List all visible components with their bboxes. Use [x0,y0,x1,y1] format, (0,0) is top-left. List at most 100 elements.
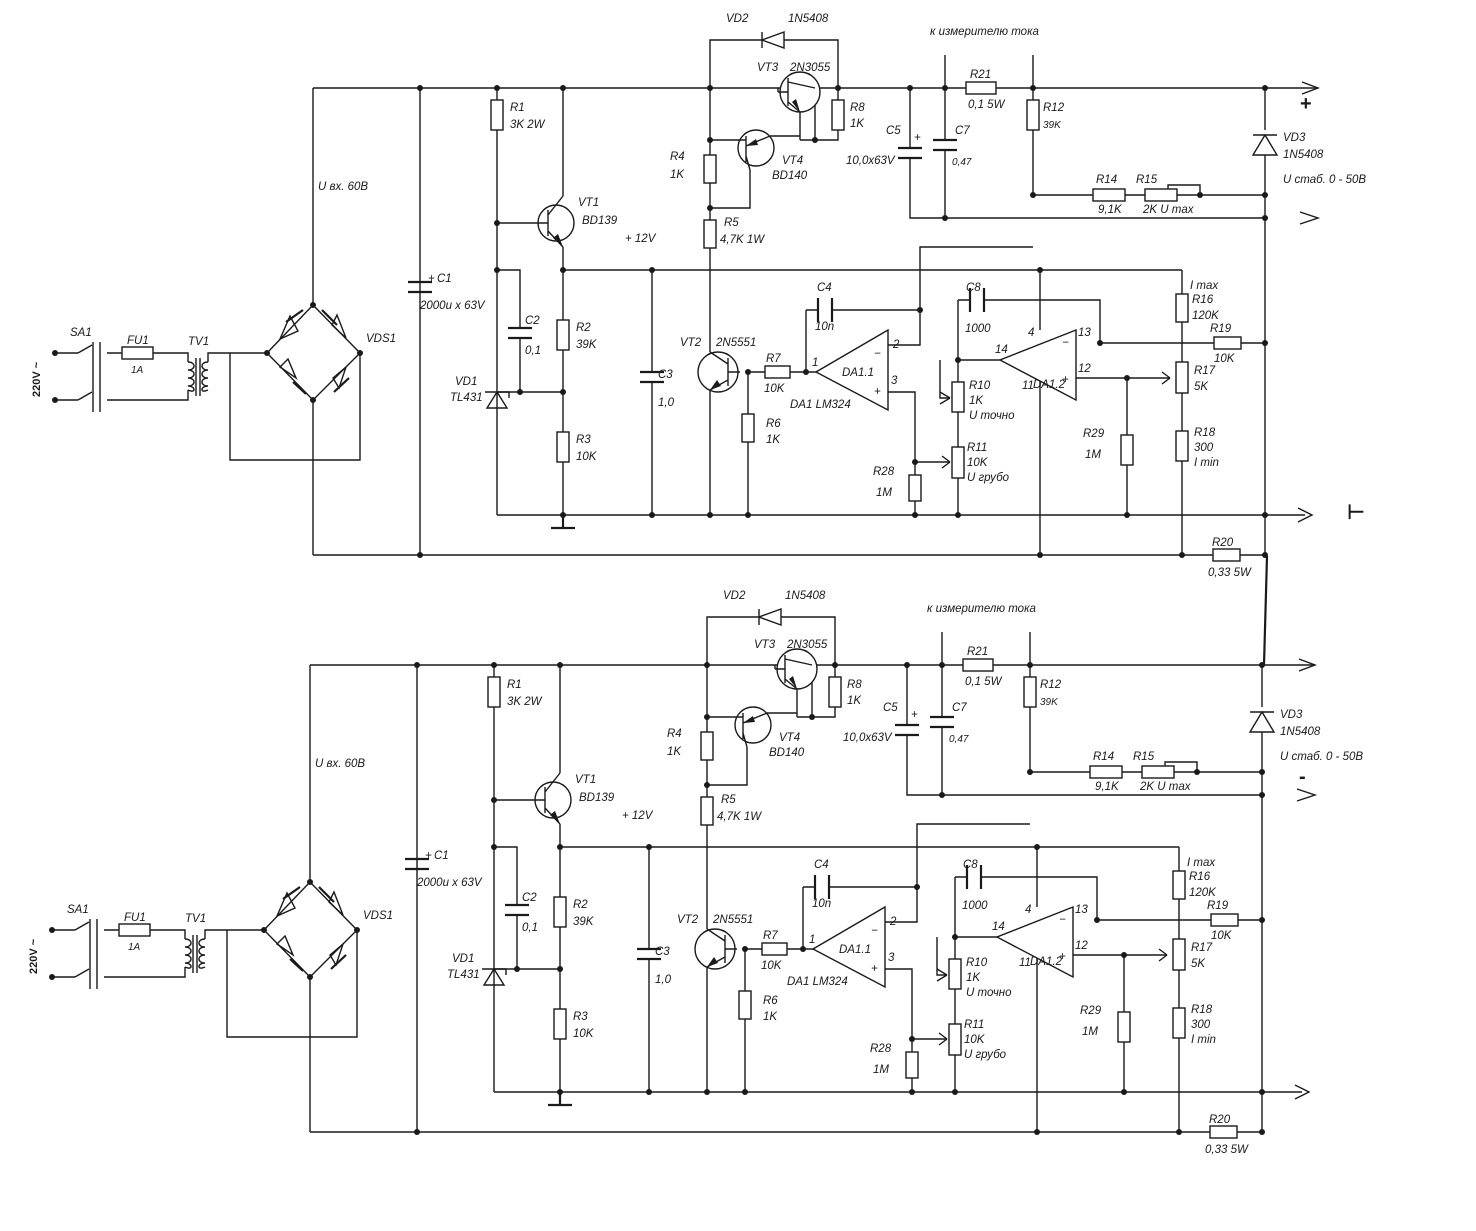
c1-plus: + [428,273,435,285]
inter-unit-link [1262,555,1269,666]
r11-note: U грубо [967,472,1010,484]
r20-value: 0,33 5W [1208,567,1252,579]
vt1-label: VT1 [575,774,596,786]
meter-label: к измерителю тока [927,603,1036,615]
r1-value: 3K 2W [510,119,546,131]
vd2-label: VD2 [723,590,746,602]
vt1-value: BD139 [579,792,615,804]
da11-minus: − [874,348,881,360]
r11-label: R11 [967,442,987,454]
da11-pin1: 1 [809,934,815,946]
c8-label: C8 [963,859,978,871]
r16-value: 120K [1189,887,1217,899]
r20-label: R20 [1209,1114,1231,1126]
vt1-label: VT1 [578,197,599,209]
r7-label: R7 [763,930,778,942]
c8-label: C8 [966,282,981,294]
da11-label: DA1.1 [839,944,871,956]
vd1-value: TL431 [450,392,483,404]
da12-pin14: 14 [995,344,1008,356]
c5-label: C5 [886,125,901,137]
da12-pin4: 4 [1025,904,1031,916]
r1-label: R1 [507,679,522,691]
r21-label: R21 [967,646,988,658]
c7-label: C7 [952,702,967,714]
r18-value: 300 [1191,1019,1211,1031]
r15-value: 2K U max [1142,204,1195,216]
vt2-value: 2N5551 [715,337,756,349]
r4-value: 1K [667,746,682,758]
vd2-value: 1N5408 [788,13,829,25]
imin-label: I min [1191,1034,1216,1046]
r10-value: 1K [969,395,984,407]
c2-value: 0,1 [525,345,541,357]
c3-value: 1,0 [658,397,675,409]
da11-plus: + [871,963,878,975]
imax-label: I max [1187,857,1216,869]
c3-value: 1,0 [655,974,672,986]
vt3-label: VT3 [754,639,776,651]
c8-value: 1000 [962,900,988,912]
r19-label: R19 [1210,323,1232,335]
c1-value: 2000u x 63V [416,877,483,889]
r11-label: R11 [964,1019,984,1031]
r14-value: 9,1K [1098,204,1123,216]
r17-value: 5K [1191,958,1206,970]
da12-minus: − [1059,914,1066,926]
r10-label: R10 [969,380,991,392]
upper-unit-drawing [50,30,1320,563]
r3-label: R3 [576,434,591,446]
vd2-label: VD2 [726,13,749,25]
fu1-value: 1A [128,942,141,953]
c4-label: C4 [817,282,832,294]
vd2-value: 1N5408 [785,590,826,602]
r18-value: 300 [1194,442,1214,454]
fu1-label: FU1 [127,335,149,347]
r2-value: 39K [573,916,595,928]
c2-label: C2 [522,892,537,904]
r10-note: U точно [966,987,1012,999]
uin-label: U вх. 60В [318,181,368,193]
r17-value: 5K [1194,381,1209,393]
r2-value: 39K [576,339,598,351]
vt4-label: VT4 [782,155,803,167]
da1-label: DA1 LM324 [790,399,851,411]
ustab-label: U стаб. 0 - 50В [1283,174,1366,186]
vd1-value: TL431 [447,969,480,981]
r18-label: R18 [1194,427,1216,439]
c1-plus: + [425,850,432,862]
vd1-label: VD1 [452,953,474,965]
upper-unit: 220V ~ SA1 FU1 1A TV1 VDS1 U вх. 60В + C… [31,13,1366,579]
vd1-label: VD1 [455,376,477,388]
r6-value: 1K [763,1011,778,1023]
r4-value: 1K [670,169,685,181]
r11-note: U грубо [964,1049,1007,1061]
r21-value: 0,1 5W [968,99,1006,111]
ustab-label: U стаб. 0 - 50В [1280,751,1363,763]
da12-minus: − [1062,337,1069,349]
vt2-label: VT2 [677,914,699,926]
imin-label: I min [1194,457,1219,469]
c8-value: 1000 [965,323,991,335]
common-output-label: ⊥ [1344,503,1366,520]
vt4-value: BD140 [769,747,805,759]
vt2-value: 2N5551 [712,914,753,926]
r10-note: U точно [969,410,1015,422]
vt4-value: BD140 [772,170,808,182]
r20-label: R20 [1212,537,1234,549]
da12-pin12: 12 [1078,363,1091,375]
r19-value: 10K [1211,930,1233,942]
c5-label: C5 [883,702,898,714]
r21-value: 0,1 5W [965,676,1003,688]
c5-plus: + [914,132,921,144]
r7-value: 10K [764,383,786,395]
r3-label: R3 [573,1011,588,1023]
r14-value: 9,1K [1095,781,1120,793]
r28-label: R28 [870,1043,892,1055]
da12-pin4: 4 [1028,327,1034,339]
sa1-label: SA1 [67,904,89,916]
vt3-label: VT3 [757,62,779,74]
da12-pin11: 11 [1022,380,1034,392]
r5-label: R5 [724,217,739,229]
